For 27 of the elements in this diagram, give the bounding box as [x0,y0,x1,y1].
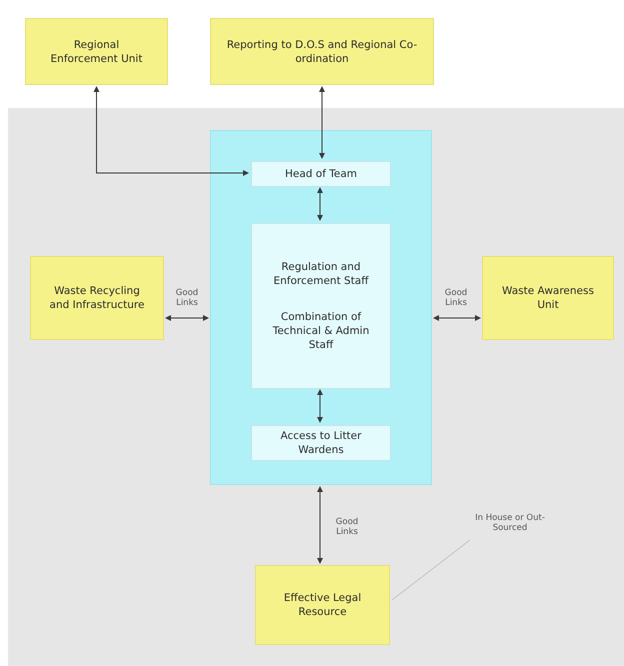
box-label: Regional Enforcement Unit [50,38,144,66]
double-arrow [94,86,249,176]
box-label: Combination of Technical & Admin Staff [272,310,370,352]
unit-box [25,18,168,85]
box-label: Reporting to D.O.S and Regional Co-ordination [226,38,418,66]
double-arrow [317,486,323,564]
box-label: Regulation and Enforcement Staff [272,260,370,288]
unit-box [30,256,164,340]
note-text: In House or Out-Sourced [470,513,550,533]
box-label: Waste Awareness Unit [501,284,595,312]
double-arrow [317,187,323,221]
box-label: Effective Legal Resource [282,591,362,619]
unit-box [482,256,614,340]
box-label: Head of Team [284,167,357,181]
leader-line [392,540,470,600]
role-box [251,223,391,389]
team-panel [210,130,432,485]
double-arrow [319,86,325,159]
box-label: Access to Litter Wardens [280,429,362,457]
double-arrow [317,389,323,423]
unit-box [255,565,390,645]
double-arrow [433,315,481,321]
box-label: Waste Recycling and Infrastructure [48,284,146,312]
double-arrow [165,315,209,321]
role-box [251,161,391,187]
role-box [251,425,391,461]
unit-box [210,18,434,85]
